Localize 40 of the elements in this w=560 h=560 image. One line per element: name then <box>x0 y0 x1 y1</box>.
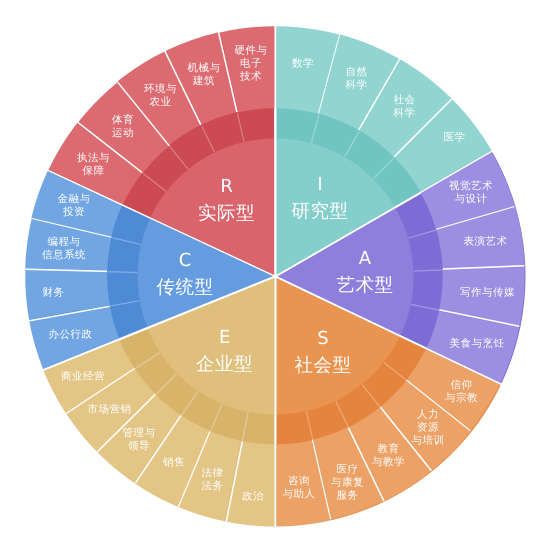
segment-label: 美食与烹饪 <box>449 337 504 350</box>
segment-label: 体育运动 <box>112 114 134 140</box>
type-letter: R <box>220 177 233 198</box>
type-name: 实际型 <box>198 203 256 226</box>
type-name: 社会型 <box>294 355 352 378</box>
type-name: 企业型 <box>196 354 254 376</box>
type-name: 艺术型 <box>336 275 394 298</box>
segment-label: 硬件与电子技术 <box>234 44 268 84</box>
segment-label: 医学 <box>443 132 466 145</box>
segment-label: 法律法务 <box>202 466 224 493</box>
segment-label: 表演艺术 <box>463 235 508 248</box>
segment-label: 人力资源与培训 <box>412 408 445 448</box>
segment-label: 财务 <box>42 286 65 300</box>
type-letter: E <box>218 328 230 348</box>
type-name: 传统型 <box>156 276 214 299</box>
type-letter: C <box>178 250 192 271</box>
segment-label: 医疗与康复服务 <box>331 463 364 502</box>
segment-label: 金融与投资 <box>57 193 90 220</box>
segment-label: 商业经营 <box>60 370 105 384</box>
segment-label: 销售 <box>162 456 185 470</box>
segment-label: 写作与传媒 <box>460 286 515 300</box>
type-name: 研究型 <box>292 201 348 224</box>
segment-label: 市场营销 <box>87 404 132 417</box>
segment-label: 办公行政 <box>48 328 92 342</box>
segment-label: 教育与教学 <box>372 443 406 470</box>
segment-label: 咨询与助人 <box>282 474 316 501</box>
segment-label: 自然科学 <box>345 66 368 92</box>
segment-label: 执法与保障 <box>76 152 110 178</box>
type-letter: A <box>358 249 372 270</box>
segment-label: 社会科学 <box>394 94 416 120</box>
segment-label: 编程与信息系统 <box>42 236 86 262</box>
segment-label: 信仰与宗教 <box>445 379 478 406</box>
segment-label: 机械与建筑 <box>187 62 220 88</box>
type-letter: I <box>317 175 323 196</box>
segment-label: 数学 <box>292 57 314 70</box>
type-letter: S <box>317 329 329 350</box>
segment-label: 政治 <box>242 490 264 504</box>
segment-label: 管理与领导 <box>122 426 156 453</box>
segment-label: 视觉艺术与设计 <box>448 180 493 206</box>
segment-label: 环境与农业 <box>144 83 178 110</box>
